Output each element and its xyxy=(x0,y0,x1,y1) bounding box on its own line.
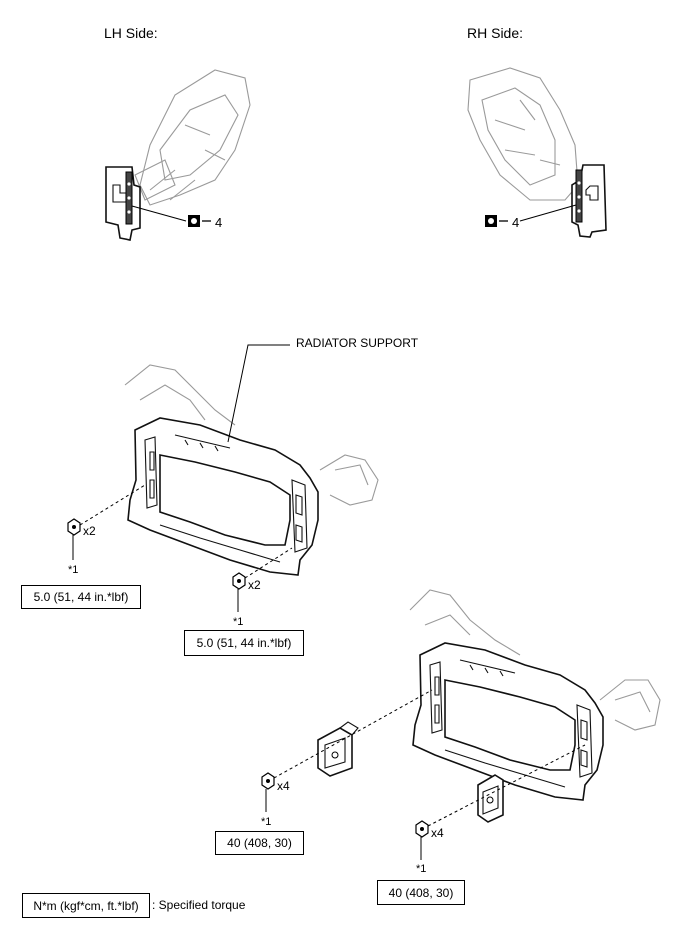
torque-spec-box: 5.0 (51, 44 in.*lbf) xyxy=(21,585,141,609)
lh-part-number: 4 xyxy=(215,215,223,230)
bolt-quantity: x4 xyxy=(277,779,290,793)
torque-spec-box: 40 (408, 30) xyxy=(377,880,465,905)
no-reuse-part-icon xyxy=(188,215,211,227)
rh-side-heading: RH Side: xyxy=(467,25,524,41)
torque-spec-box: 5.0 (51, 44 in.*lbf) xyxy=(184,630,304,656)
reference-mark: *1 xyxy=(68,564,79,576)
lh-lower-bracket-drawing xyxy=(317,721,359,777)
radiator-support-lower-drawing xyxy=(409,589,661,801)
lh-side-detail-drawing xyxy=(105,69,251,241)
bolt-quantity: x4 xyxy=(431,826,444,840)
bolt-icon xyxy=(67,484,146,560)
radiator-support-upper-drawing xyxy=(124,344,379,576)
bolt-icon xyxy=(415,744,586,860)
lh-bracket xyxy=(105,166,141,241)
legend-description: : Specified torque xyxy=(152,898,246,912)
bolt-icon xyxy=(232,547,293,612)
reference-mark: *1 xyxy=(261,816,272,828)
torque-spec-box: 40 (408, 30) xyxy=(215,831,304,855)
reference-mark: *1 xyxy=(233,616,244,628)
lh-side-heading: LH Side: xyxy=(104,25,158,41)
reference-mark: *1 xyxy=(416,863,427,875)
no-reuse-part-icon-rh xyxy=(485,215,508,227)
bolt-icon xyxy=(261,689,433,812)
bolt-quantity: x2 xyxy=(248,578,261,592)
rh-lower-bracket-drawing xyxy=(477,774,504,823)
radiator-support-label: RADIATOR SUPPORT xyxy=(296,336,419,350)
bolt-quantity: x2 xyxy=(83,524,96,538)
rh-side-detail-drawing xyxy=(467,67,607,238)
rh-part-number: 4 xyxy=(512,215,520,230)
legend-unit-box: N*m (kgf*cm, ft.*lbf) xyxy=(22,893,150,918)
